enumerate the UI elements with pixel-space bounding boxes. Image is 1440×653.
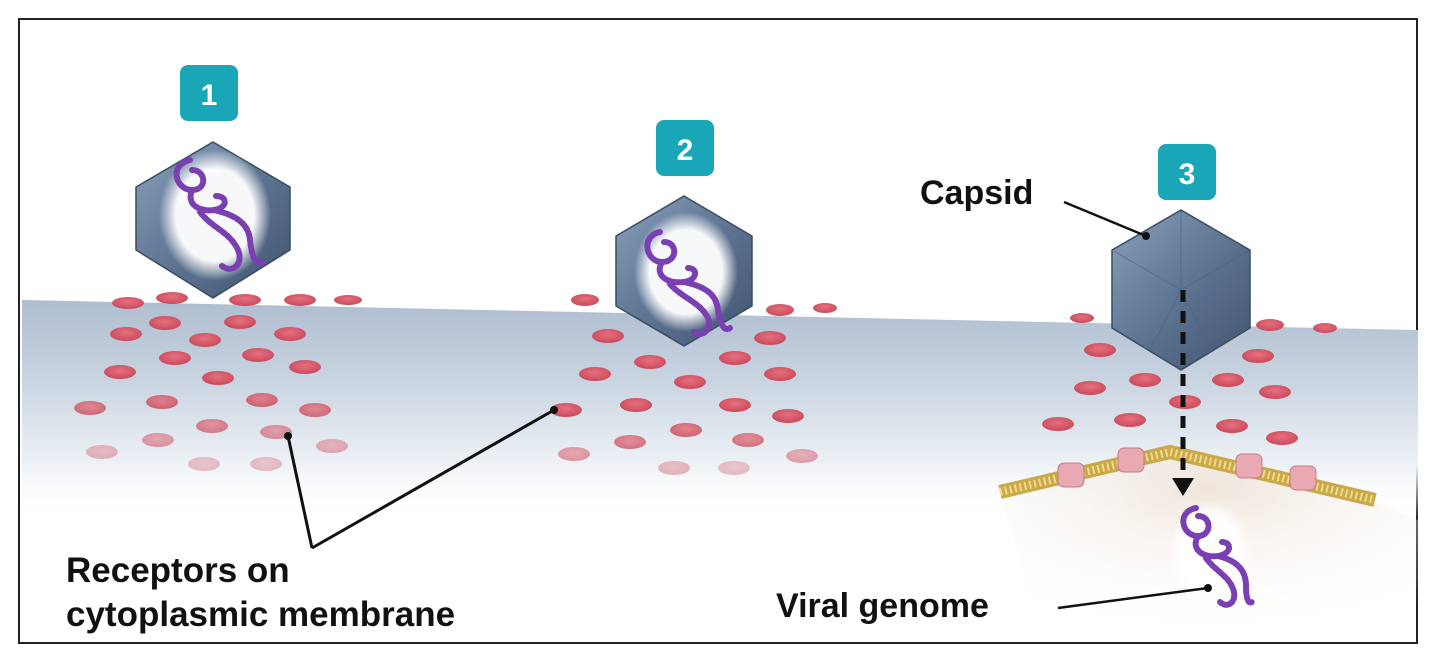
capsid-leader-line [1063,200,1147,238]
receptor [1313,323,1337,333]
receptor [571,294,599,306]
receptor-cluster-1 [74,292,362,471]
receptor [142,433,174,447]
receptor [634,355,666,369]
virus-particle-1 [135,141,291,299]
receptor [1259,385,1291,399]
receptor [246,393,278,407]
receptor [316,439,348,453]
receptor [146,395,178,409]
receptor [620,398,652,412]
receptor [189,333,221,347]
step-badge-1: 1 [180,65,238,121]
receptor [149,316,181,330]
receptor [1266,431,1298,445]
injection-arrow [1172,290,1194,496]
receptor [1216,419,1248,433]
receptor-leader-line-b [311,408,555,550]
receptor [772,409,804,423]
receptor [764,367,796,381]
receptor [550,403,582,417]
receptor [813,303,837,313]
receptor [719,398,751,412]
receptor [242,348,274,362]
receptor [74,401,106,415]
receptor [159,351,191,365]
receptor [86,445,118,459]
receptor [1074,381,1106,395]
receptor [1084,343,1116,357]
membrane-protein [1117,447,1145,473]
membrane-protein [1235,453,1263,479]
receptor [1129,373,1161,387]
receptor [104,365,136,379]
receptor [786,449,818,463]
step-badge-3: 3 [1158,144,1216,200]
virus-particle-2 [615,195,753,347]
step-number: 2 [677,134,694,167]
receptor [1242,349,1274,363]
receptor [188,457,220,471]
receptor [334,295,362,305]
membrane-cross-section [998,445,1377,507]
genome-strand [173,157,265,272]
capsid-label: Capsid [920,174,1033,212]
receptor [110,327,142,341]
receptor [250,457,282,471]
membrane-protein [1289,465,1317,491]
receptors-label-line1: Receptors on [66,551,290,590]
receptor [658,461,690,475]
receptor [592,329,624,343]
genome-leader-line [1057,586,1209,610]
receptor [196,419,228,433]
receptor [260,425,292,439]
receptor [670,423,702,437]
receptor [202,371,234,385]
receptor [558,447,590,461]
receptor [1256,319,1284,331]
receptor [754,331,786,345]
receptor [732,433,764,447]
step-number: 1 [201,79,218,112]
step-badge-2: 2 [656,120,714,176]
receptor [156,292,188,304]
receptor-cluster-3 [1042,313,1337,445]
receptor [284,294,316,306]
receptor [674,375,706,389]
step-number: 3 [1179,158,1196,191]
receptor [229,294,261,306]
receptor [719,351,751,365]
genome-strand [1180,505,1255,608]
receptor-leader-line-a [286,435,314,549]
membrane-protein [1057,462,1085,488]
receptor [614,435,646,449]
receptor [299,403,331,417]
viral-genome-label: Viral genome [776,587,989,625]
receptor-cluster-2 [550,294,837,475]
receptor [289,360,321,374]
receptors-label-line2: cytoplasmic membrane [66,595,455,634]
receptor [579,367,611,381]
receptor [274,327,306,341]
receptor [766,304,794,316]
receptor [1212,373,1244,387]
receptor [1042,417,1074,431]
receptor [1114,413,1146,427]
released-viral-genome [1168,500,1255,608]
receptor [718,461,750,475]
leader-lines [284,200,1212,610]
receptor [112,297,144,309]
genome-strand [644,229,733,338]
receptor [224,315,256,329]
receptor [1070,313,1094,323]
